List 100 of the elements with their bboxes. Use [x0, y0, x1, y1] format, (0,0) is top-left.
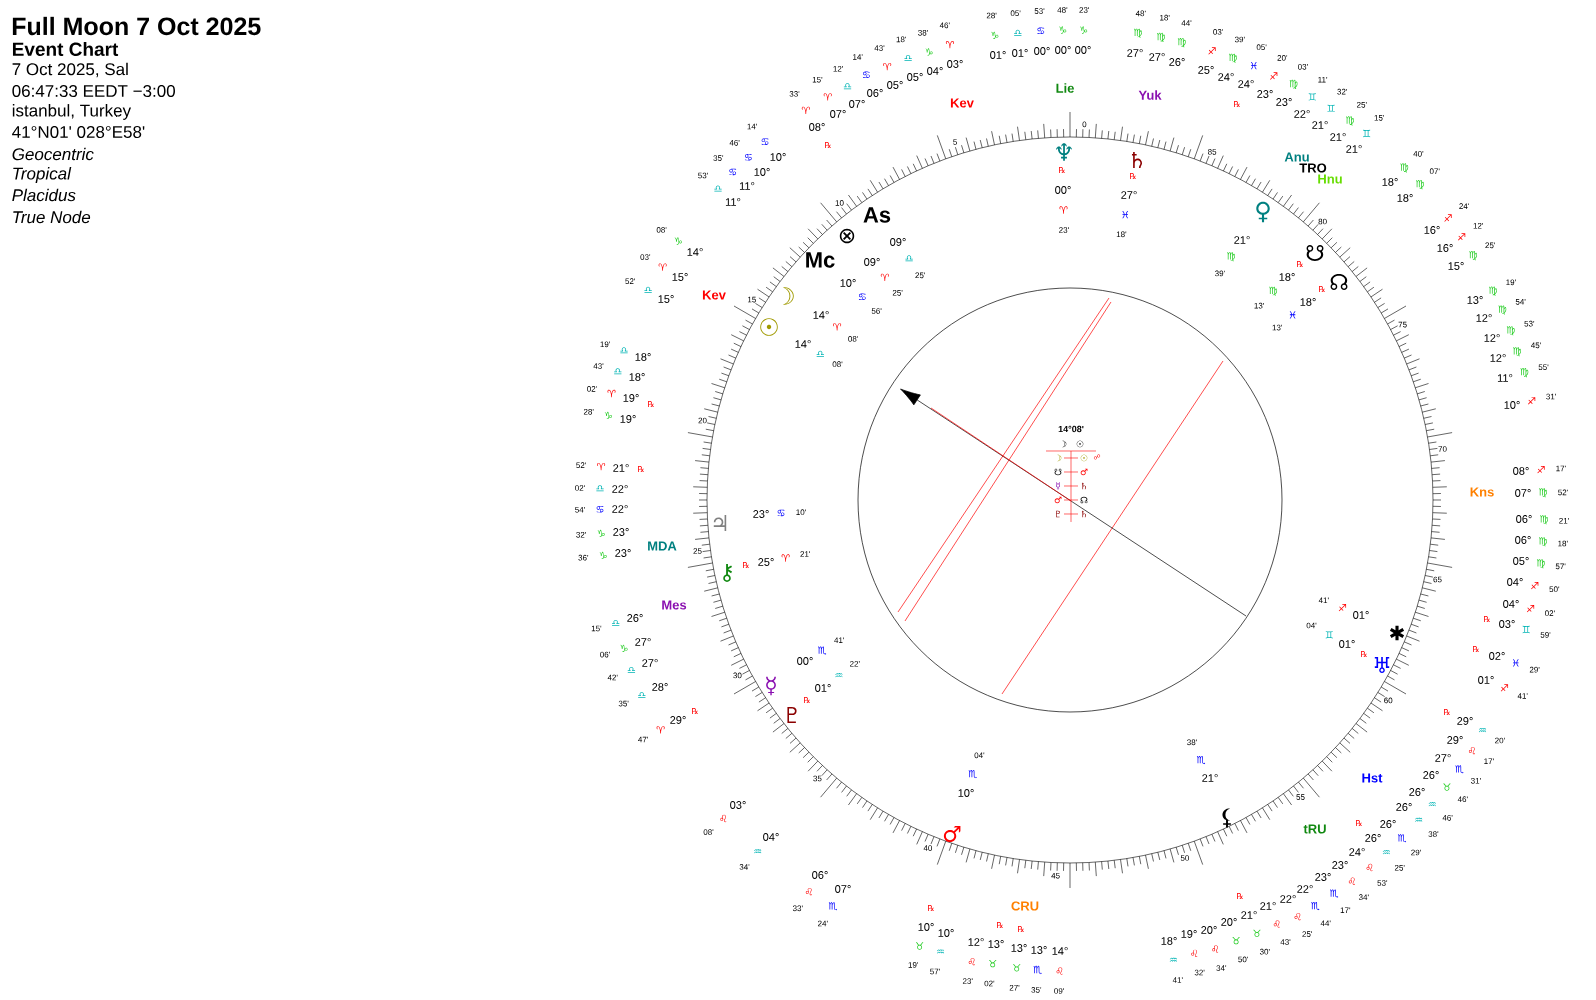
zodiac-sign: ♌ — [968, 957, 975, 966]
dial-number: 50 — [1180, 855, 1190, 861]
zodiac-sign: ♏ — [1033, 965, 1042, 975]
minute-text: 27' — [1009, 984, 1020, 991]
dial-number: 70 — [1438, 446, 1447, 452]
dial-number: 55 — [1296, 794, 1305, 800]
degree-text: 01° — [1012, 49, 1028, 57]
minute-text: 18' — [1558, 540, 1568, 547]
minute-text: 34' — [1358, 894, 1369, 901]
degree-text: 01° — [1478, 676, 1494, 684]
aspect-text: ♄ — [1081, 482, 1087, 490]
retrograde-mark: ℞ — [825, 142, 831, 148]
zodiac-sign: ♐ — [1527, 397, 1536, 405]
zodiac-sign: ♌ — [1212, 945, 1219, 953]
degree-text: 00° — [1055, 46, 1071, 54]
degree-text: 21° — [1202, 774, 1218, 782]
planet-glyph: ☋ — [1306, 245, 1324, 261]
degree-text: 23° — [1257, 90, 1273, 98]
minute-text: 41' — [1318, 597, 1329, 604]
minute-text: 35' — [1031, 987, 1042, 993]
degree-text: 18° — [635, 353, 651, 361]
zodiac-sign: ♍ — [1540, 515, 1548, 525]
minute-text: 43' — [874, 45, 885, 51]
minute-text: 52' — [576, 462, 586, 469]
degree-text: 26° — [1365, 834, 1381, 842]
minute-text: 55' — [1538, 364, 1549, 370]
zodiac-sign: ♍ — [1488, 286, 1497, 296]
minute-text: 40' — [1413, 150, 1424, 157]
minute-text: 12' — [1473, 222, 1483, 229]
zodiac-sign: ♌ — [1191, 949, 1198, 957]
info-text: Event Chart — [13, 42, 119, 56]
minute-text: 23' — [1059, 227, 1069, 233]
zodiac-sign: ♏ — [817, 646, 827, 655]
minute-text: 03' — [640, 254, 651, 260]
zodiac-sign: ♋ — [761, 138, 769, 145]
zodiac-sign: ♌ — [805, 887, 812, 896]
degree-text: 29° — [1457, 717, 1473, 725]
zodiac-sign: ♐ — [1457, 233, 1466, 241]
minute-text: 35' — [713, 155, 724, 161]
minute-text: 13' — [1272, 324, 1282, 331]
degree-text: 07° — [830, 110, 846, 118]
zodiac-sign: ♏ — [968, 770, 977, 779]
minute-text: 50' — [1549, 586, 1560, 593]
minute-text: 13' — [1254, 302, 1264, 309]
degree-text: 24° — [1238, 80, 1254, 88]
zodiac-sign: ♈ — [781, 554, 790, 562]
degree-text: 15° — [658, 295, 674, 303]
minute-text: 08' — [656, 227, 667, 233]
zodiac-sign: ♈ — [597, 462, 606, 471]
zodiac-sign: ♈ — [658, 263, 667, 271]
zodiac-sign: ♏ — [1455, 765, 1464, 774]
zodiac-sign: ♎ — [638, 692, 646, 699]
zodiac-sign: ♒ — [1415, 817, 1423, 822]
info-text: 06:47:33 EEDT −3:00 — [12, 85, 175, 97]
degree-text: 04° — [1507, 578, 1523, 586]
zodiac-sign: ♑ — [1059, 26, 1067, 34]
degree-text: 00° — [1055, 186, 1071, 194]
body-abbreviation: tRU — [1303, 824, 1326, 834]
body-abbreviation: MDA — [648, 541, 677, 551]
zodiac-sign: ♑ — [674, 237, 682, 245]
degree-text: 26° — [627, 614, 643, 622]
minute-text: 38' — [918, 29, 928, 36]
zodiac-sign: ♒ — [936, 949, 945, 954]
zodiac-sign: ♏ — [1311, 901, 1320, 911]
degree-text: 20° — [1221, 918, 1237, 926]
dial-number: 80 — [1318, 218, 1327, 225]
retrograde-mark: ℞ — [1297, 261, 1303, 267]
zodiac-sign: ♑ — [604, 411, 612, 420]
retrograde-mark: ℞ — [1484, 616, 1490, 622]
degree-text: 09° — [864, 258, 880, 266]
degree-text: 08° — [809, 123, 825, 131]
zodiac-sign: ♓ — [1250, 61, 1257, 70]
dial-number: 20 — [698, 417, 707, 424]
zodiac-sign: ♈ — [883, 62, 892, 71]
degree-text: 18° — [1161, 937, 1177, 945]
planet-glyph: ☉ — [760, 318, 778, 336]
minute-text: 23' — [962, 978, 973, 984]
minute-text: 20' — [1495, 737, 1505, 744]
planet-glyph: ✱ — [1389, 625, 1405, 641]
aspect-text: ☉ — [1076, 440, 1084, 448]
degree-text: 10° — [938, 929, 954, 937]
degree-text: 00° — [1075, 46, 1091, 54]
zodiac-sign: ♐ — [1444, 214, 1452, 222]
degree-text: 06° — [812, 871, 828, 879]
aspect-text: 14°08' — [1058, 425, 1084, 433]
minute-text: 34' — [739, 864, 750, 870]
planet-glyph: ☿ — [766, 676, 776, 696]
degree-text: 14° — [1052, 947, 1068, 955]
minute-text: 19' — [1506, 279, 1516, 286]
degree-text: 01° — [815, 684, 831, 692]
zodiac-sign: ♌ — [1273, 920, 1280, 928]
zodiac-sign: ♋ — [863, 71, 870, 79]
minute-text: 21' — [1559, 517, 1569, 524]
minute-text: 02' — [587, 386, 597, 392]
minute-text: 32' — [576, 531, 586, 538]
minute-text: 32' — [1337, 88, 1347, 95]
minute-text: 41' — [834, 637, 844, 643]
zodiac-sign: ♐ — [1208, 47, 1216, 55]
minute-text: 39' — [1215, 270, 1225, 277]
retrograde-mark: ℞ — [638, 466, 644, 472]
